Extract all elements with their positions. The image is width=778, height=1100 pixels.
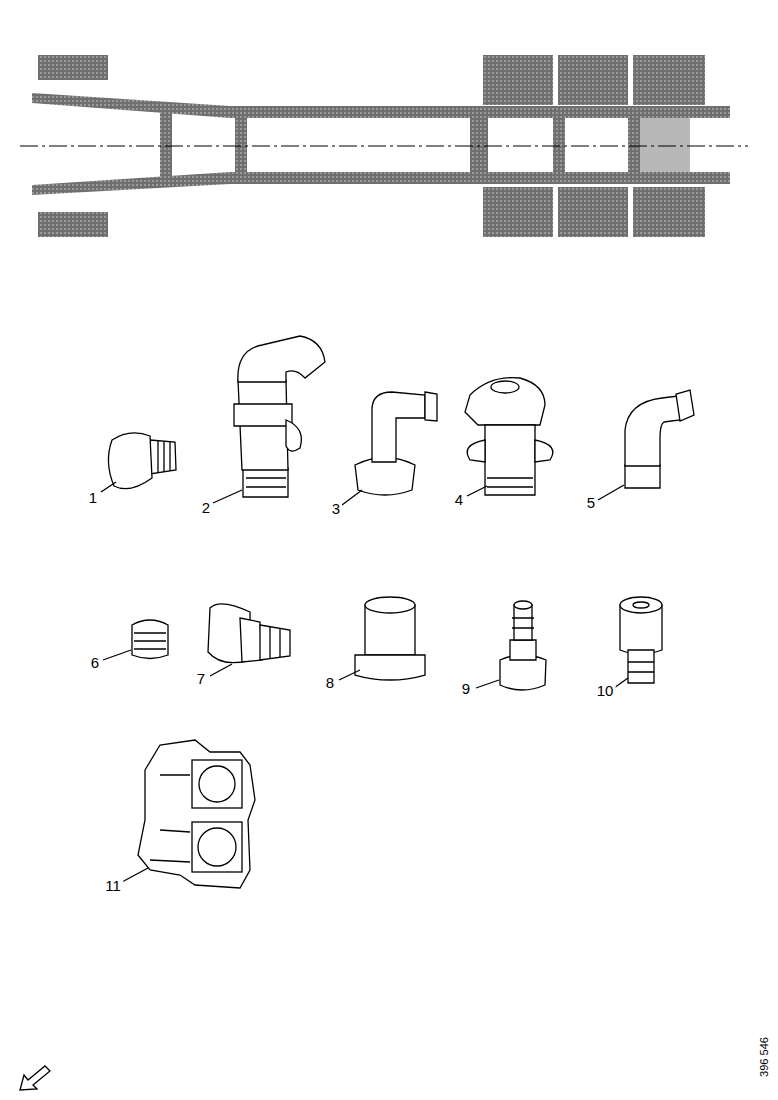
- callout-number: 9: [460, 680, 472, 697]
- callout-number: 6: [89, 654, 101, 671]
- callout-number: 4: [453, 491, 465, 508]
- fittings: [20, 336, 694, 1090]
- callout-number: 3: [330, 500, 342, 517]
- callout-number: 1: [87, 489, 99, 506]
- callout-number: 8: [324, 674, 336, 691]
- callout-number: 10: [595, 682, 616, 699]
- chassis-frame: [20, 55, 748, 237]
- callout-number: 7: [195, 670, 207, 687]
- callout-number: 2: [200, 499, 212, 516]
- callout-number: 11: [103, 877, 123, 894]
- drawing-number: 396 546: [758, 1035, 771, 1079]
- callout-number: 5: [585, 494, 597, 511]
